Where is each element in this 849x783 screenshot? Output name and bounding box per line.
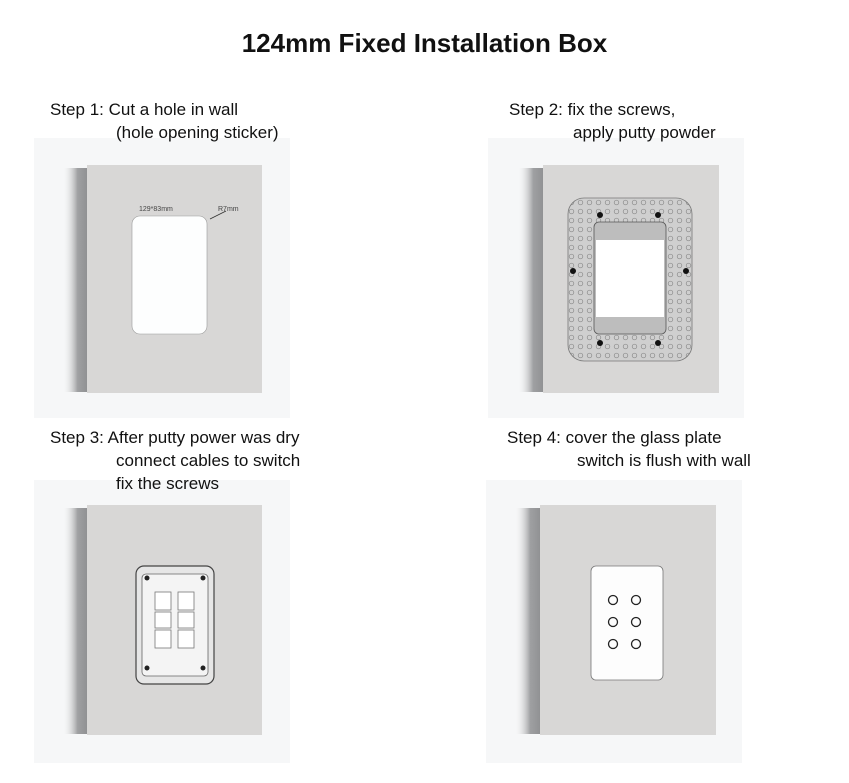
step-4-line-2: switch is flush with wall: [577, 451, 751, 470]
screw-icons: [144, 575, 206, 671]
glass-plate: [590, 565, 664, 681]
step-2-line-2: apply putty powder: [573, 123, 716, 142]
step-4-label: Step 4: cover the glass plate switch is …: [507, 426, 751, 472]
corner-radius-label: R7mm: [218, 206, 239, 213]
box-opening: [596, 240, 664, 317]
step-3-illustration: [34, 480, 290, 763]
step-3-line-1: Step 3: After putty power was dry: [50, 428, 300, 447]
step-4-line-1: Step 4: cover the glass plate: [507, 428, 722, 447]
diagram-title: 124mm Fixed Installation Box: [241, 28, 608, 58]
step-4-illustration: [486, 480, 742, 763]
step-3-line-3: fix the screws: [116, 474, 219, 493]
step-1-line-2: (hole opening sticker): [116, 123, 279, 142]
step-3-label: Step 3: After putty power was dry connec…: [50, 426, 300, 495]
touch-button-icons: [607, 594, 642, 650]
step-2-illustration: [488, 138, 744, 418]
step-1-illustration: 129*83mm R7mm: [34, 138, 290, 418]
hole-opening: [131, 215, 208, 335]
switch-keys: [154, 591, 195, 649]
step-1-label: Step 1: Cut a hole in wall (hole opening…: [50, 98, 279, 144]
hole-size-label: 129*83mm: [139, 206, 173, 213]
step-2-line-1: Step 2: fix the screws,: [509, 100, 676, 119]
screw-icons: [570, 212, 689, 346]
wall-shadow: [62, 168, 88, 392]
step-3-line-2: connect cables to switch: [116, 451, 301, 470]
step-2-label: Step 2: fix the screws, apply putty powd…: [509, 98, 716, 144]
step-1-line-1: Step 1: Cut a hole in wall: [50, 100, 239, 119]
